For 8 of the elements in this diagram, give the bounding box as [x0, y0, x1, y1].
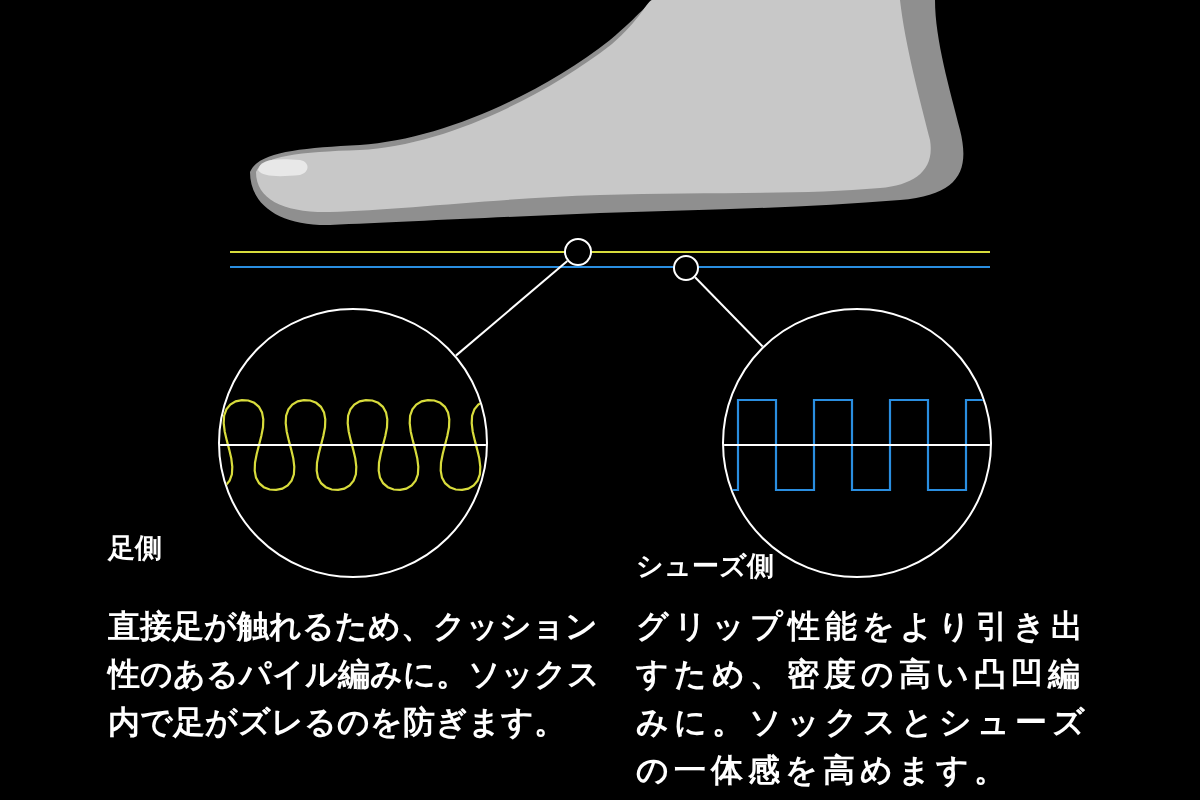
marker-circle — [673, 255, 699, 281]
description-text: 直接足が触れるため、クッション性のあるパイル編みに。ソックス内で足がズレるのを防ぎます。 — [108, 606, 601, 743]
heading: シューズ側 — [636, 549, 775, 583]
description-text: グリップ性能をより引き出すため、密度の高い凸凹編みに。ソックスとシューズの一体感を高めます。 — [636, 606, 1091, 791]
leader-line — [454, 260, 569, 357]
marker-circle — [564, 238, 592, 266]
leader-line — [694, 276, 764, 348]
heading: 足側 — [108, 531, 163, 565]
